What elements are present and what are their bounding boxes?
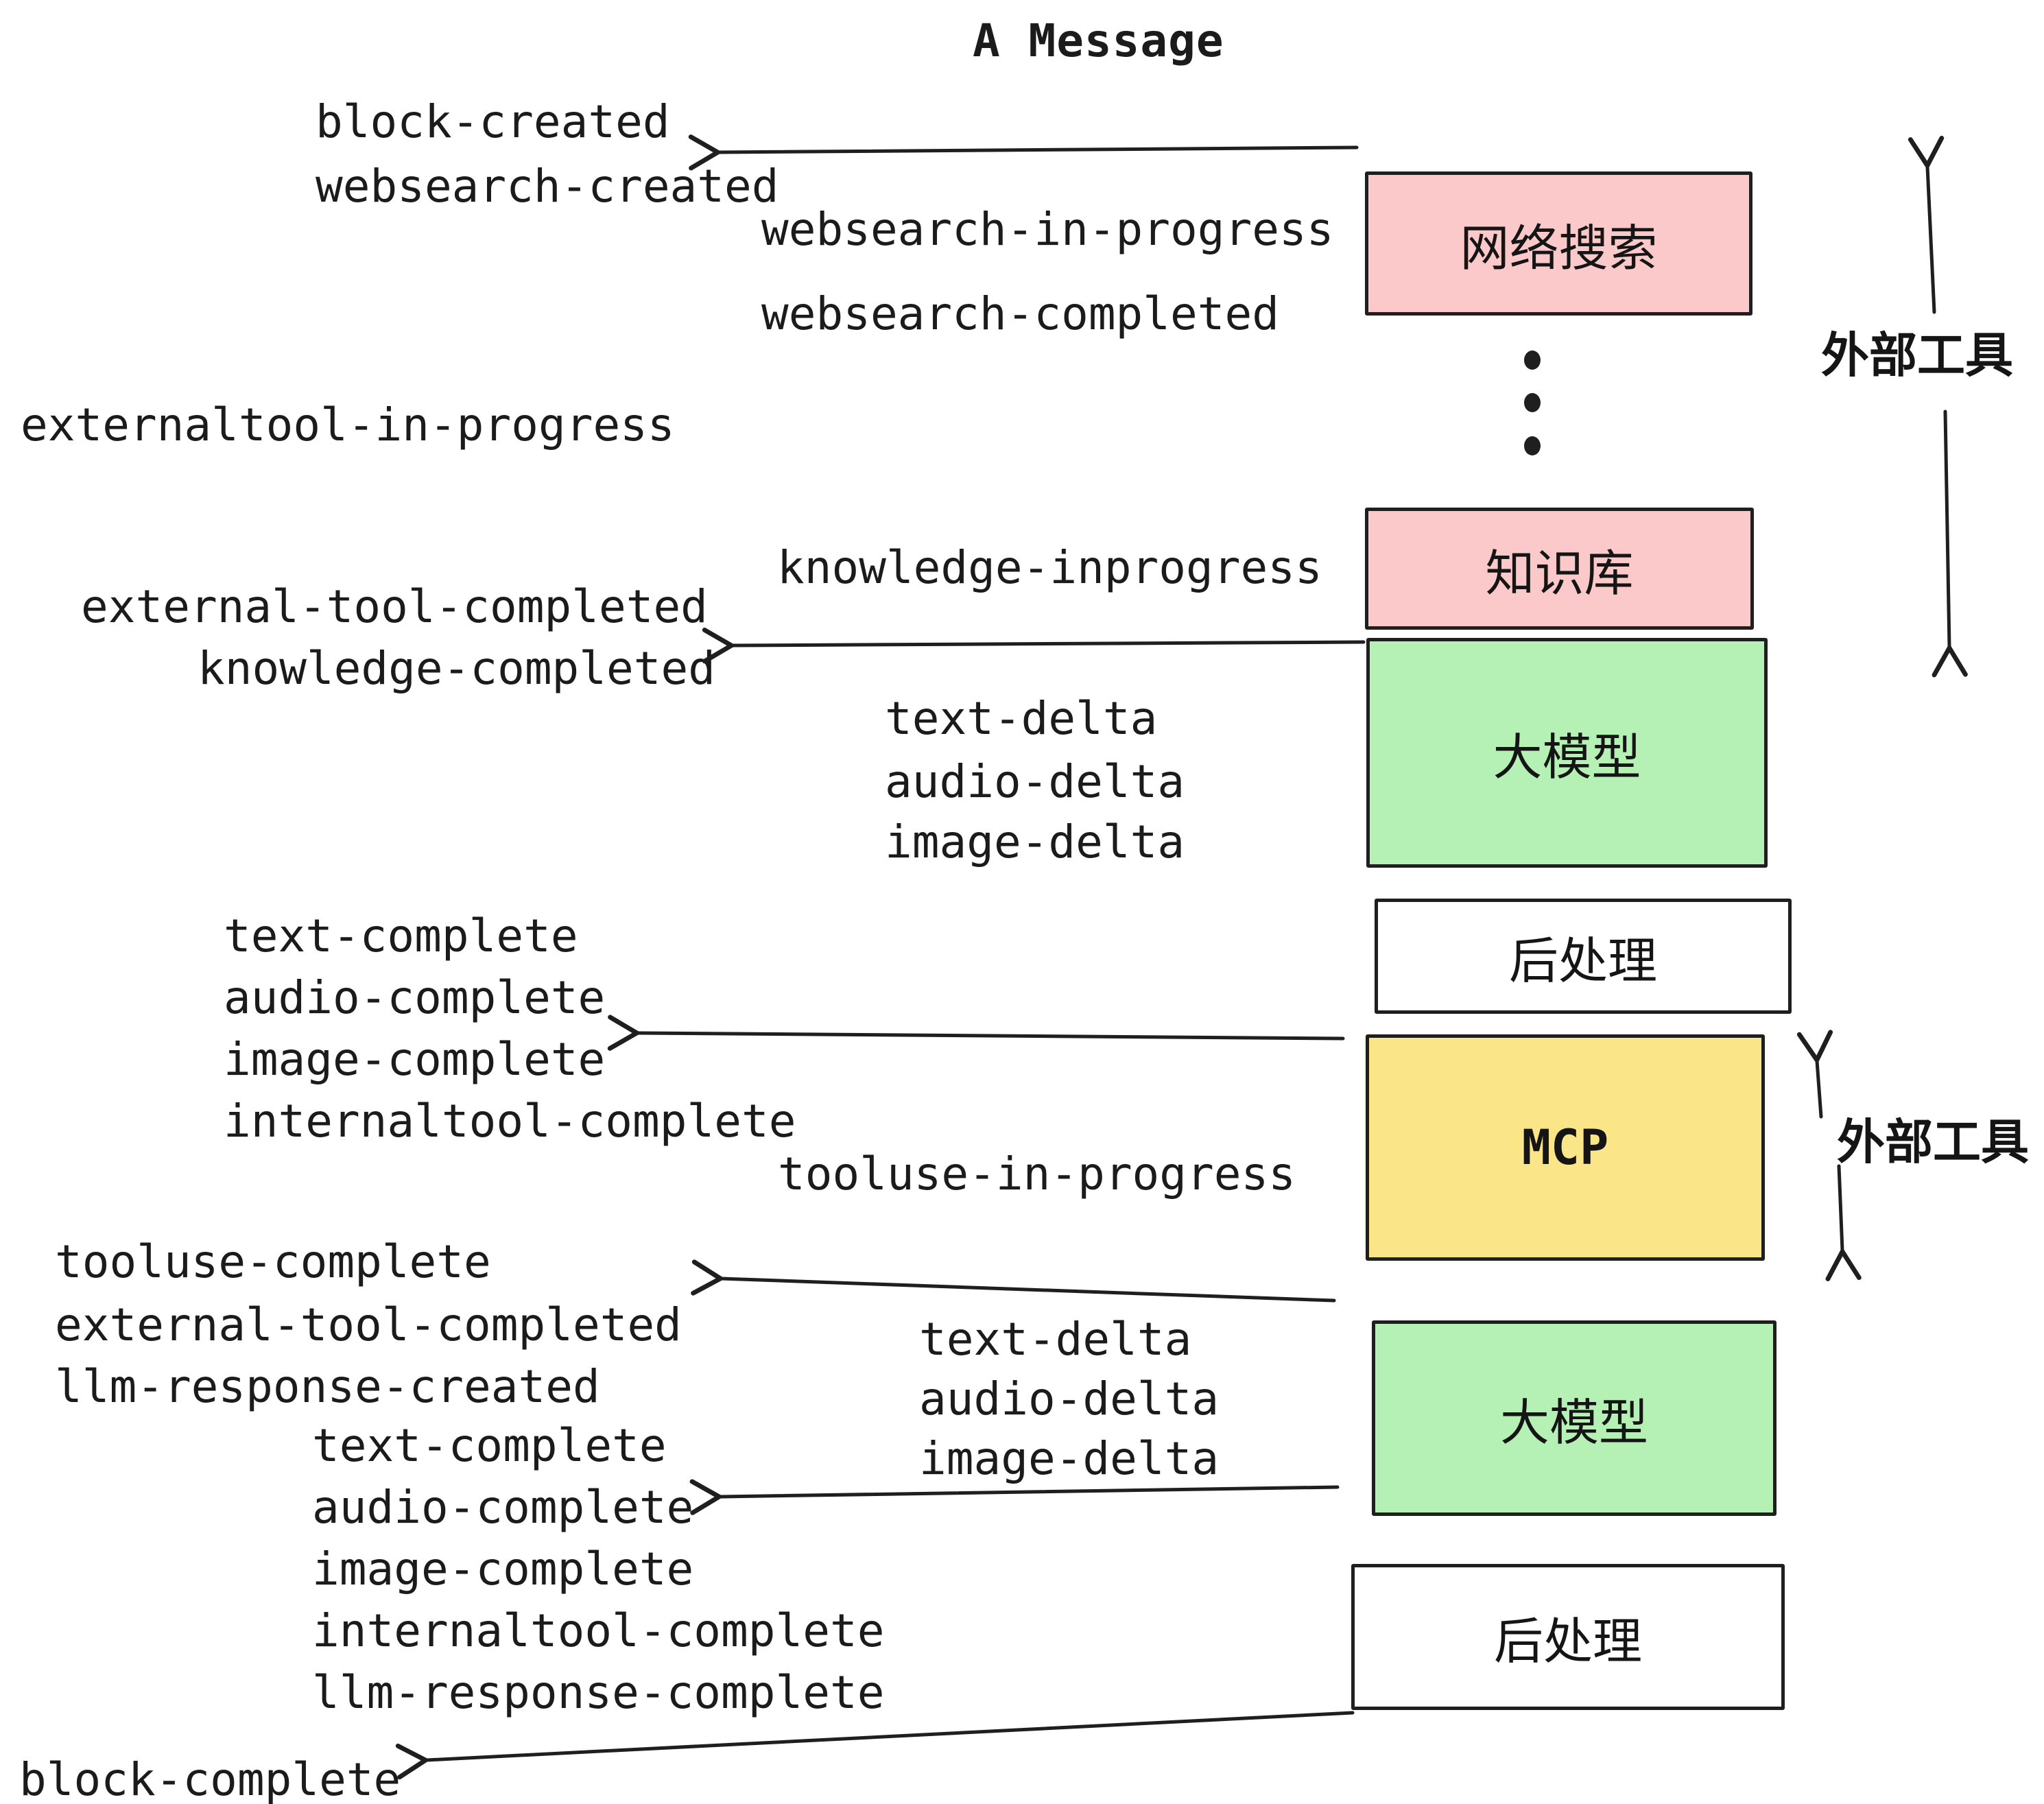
event-internaltool-complete-2: internaltool-complete bbox=[312, 1604, 885, 1657]
event-internaltool-complete: internaltool-complete bbox=[224, 1095, 796, 1148]
event-knowledge-completed: knowledge-completed bbox=[198, 642, 715, 695]
diagram-title: A Message bbox=[973, 14, 1224, 67]
event-image-complete-2: image-complete bbox=[312, 1543, 694, 1595]
event-audio-complete: audio-complete bbox=[224, 971, 606, 1024]
arrow-knowledge-to-knowledge-completed bbox=[702, 628, 1366, 664]
event-block-created: block-created bbox=[316, 95, 670, 148]
event-external-tool-completed-2: external-tool-completed bbox=[55, 1298, 682, 1351]
event-audio-complete-2: audio-complete bbox=[312, 1481, 694, 1534]
box-websearch: 网络搜索 bbox=[1365, 171, 1752, 316]
event-image-complete: image-complete bbox=[224, 1033, 606, 1086]
vertical-ellipsis-icon bbox=[1524, 351, 1541, 455]
box-mcp: MCP bbox=[1366, 1034, 1765, 1261]
event-audio-delta-2: audio-delta bbox=[919, 1373, 1220, 1425]
event-knowledge-inprogress: knowledge-inprogress bbox=[777, 541, 1322, 594]
event-text-delta: text-delta bbox=[885, 692, 1158, 745]
box-llm-1: 大模型 bbox=[1366, 638, 1768, 868]
event-websearch-in-progress: websearch-in-progress bbox=[761, 203, 1334, 256]
event-audio-delta: audio-delta bbox=[885, 755, 1185, 808]
external-tools-label-2: 外部工具 bbox=[1837, 1115, 2029, 1169]
event-text-complete-2: text-complete bbox=[312, 1419, 667, 1472]
box-knowledge: 知识库 bbox=[1365, 508, 1754, 630]
external-tools-1-down-arrow-icon bbox=[1932, 410, 1968, 678]
external-tools-2-down-arrow-icon bbox=[1825, 1164, 1862, 1281]
event-image-delta: image-delta bbox=[885, 816, 1185, 868]
event-text-delta-2: text-delta bbox=[919, 1313, 1192, 1366]
event-llm-response-created: llm-response-created bbox=[55, 1360, 600, 1413]
event-websearch-completed: websearch-completed bbox=[761, 287, 1279, 340]
event-llm-response-complete: llm-response-complete bbox=[312, 1666, 885, 1719]
arrow-llm1-to-complete-list bbox=[607, 1014, 1345, 1051]
event-external-tool-completed: external-tool-completed bbox=[81, 580, 708, 633]
external-tools-label-1: 外部工具 bbox=[1821, 329, 2013, 382]
event-tooluse-complete: tooluse-complete bbox=[55, 1235, 491, 1288]
external-tools-1-up-arrow-icon bbox=[1908, 135, 1945, 314]
box-postprocess-1: 后处理 bbox=[1375, 899, 1792, 1014]
box-postprocess-2: 后处理 bbox=[1351, 1564, 1785, 1710]
event-block-complete: block-complete bbox=[19, 1753, 401, 1804]
event-tooluse-in-progress: tooluse-in-progress bbox=[778, 1148, 1296, 1200]
arrow-mcp-to-tooluse-complete bbox=[691, 1259, 1336, 1303]
box-llm-2: 大模型 bbox=[1372, 1320, 1776, 1516]
event-externaltool-in-progress: externaltool-in-progress bbox=[21, 399, 675, 451]
arrow-postprocess2-to-block-complete bbox=[395, 1711, 1355, 1780]
arrow-llm2-to-audio-complete bbox=[689, 1479, 1340, 1515]
event-image-delta-2: image-delta bbox=[919, 1432, 1220, 1485]
arrow-websearch-to-block-created bbox=[688, 134, 1359, 171]
external-tools-2-up-arrow-icon bbox=[1796, 1030, 1833, 1119]
event-text-complete: text-complete bbox=[224, 910, 578, 962]
